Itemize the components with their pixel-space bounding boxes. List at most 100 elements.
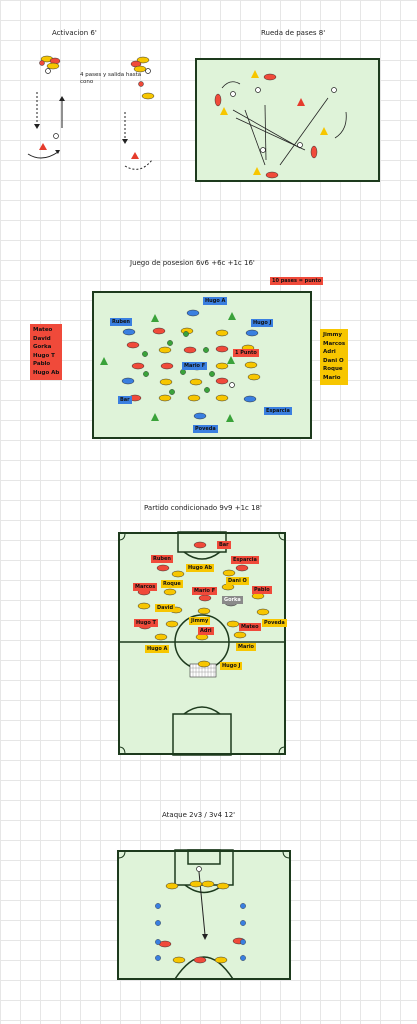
pass-arrow	[264, 104, 267, 161]
cone-green-icon	[151, 413, 159, 421]
player-marker	[160, 362, 174, 370]
ball-icon	[138, 81, 144, 87]
player-tag: Ruben	[151, 555, 173, 563]
ball-icon	[229, 382, 235, 388]
cone-green-icon	[227, 356, 235, 364]
player-marker	[121, 377, 135, 385]
posesion-players	[100, 309, 261, 422]
player-marker	[159, 378, 173, 386]
player-marker	[247, 373, 261, 381]
player-tag: Bar	[217, 541, 231, 549]
player-marker	[215, 394, 229, 402]
player-tag: David	[155, 604, 176, 612]
cone-yellow-icon	[253, 167, 261, 175]
ataque-title: Ataque 2v3 / 3v4 12'	[162, 811, 236, 819]
marker-dot	[240, 920, 246, 926]
left-roster: Mateo David Gorka Hugo T Pablo Hugo Ab	[30, 324, 63, 380]
marker-dot	[143, 371, 149, 377]
player-marker	[154, 633, 168, 641]
cone-green-icon	[228, 312, 236, 320]
player-tag: Gorka	[222, 596, 243, 604]
roster-item: David	[33, 335, 51, 342]
ball-icon	[196, 866, 202, 872]
arrow-head	[202, 934, 208, 940]
player-marker	[215, 362, 229, 370]
roster-item: Hugo T	[33, 352, 55, 359]
curved-run-arrow	[334, 111, 347, 139]
pass-arrow	[232, 109, 301, 149]
marker-dot	[169, 389, 175, 395]
curved-run-arrow	[27, 151, 59, 159]
player-marker	[245, 329, 259, 337]
curved-run-arrow	[221, 81, 241, 89]
player-marker	[126, 341, 140, 349]
player-tag: Hugo A	[203, 297, 228, 305]
player-tag: Bar	[118, 396, 132, 404]
marker-dot	[155, 920, 161, 926]
player-marker	[172, 956, 186, 964]
player-red	[263, 73, 277, 81]
roster-item: Roque	[323, 366, 343, 373]
player-tag: Hugo T	[134, 619, 158, 627]
player-marker	[244, 361, 258, 369]
player-marker	[131, 362, 145, 370]
marker-dot	[155, 955, 161, 961]
arrow-head	[55, 150, 60, 154]
player-tag: Poveda	[262, 619, 287, 627]
marker-dot	[240, 955, 246, 961]
cone-yellow-icon	[251, 70, 259, 78]
player-marker	[156, 564, 170, 572]
roster-item: Gorka	[33, 344, 52, 351]
player-marker	[171, 570, 185, 578]
player-marker	[215, 377, 229, 385]
roster-item: Jimmy	[323, 332, 342, 338]
player-tag: Hugo J	[251, 319, 274, 327]
arrow-head	[59, 96, 65, 101]
player-marker	[222, 569, 236, 577]
rueda-title: Rueda de pases 8'	[261, 29, 326, 37]
pass-arrow	[244, 109, 266, 166]
cone-red-icon	[39, 143, 47, 150]
player-marker	[193, 956, 207, 964]
rueda-drill	[214, 70, 347, 179]
arrow-head	[34, 124, 40, 129]
player-marker	[158, 346, 172, 354]
player-marker	[163, 588, 177, 596]
player-yellow	[46, 62, 60, 70]
player-tag: Ruben	[110, 318, 132, 326]
marker-dot	[183, 331, 189, 337]
activacion-note: 4 pases y salida hasta cono	[80, 72, 142, 85]
pass-arrow	[235, 117, 306, 151]
roster-item: Adri	[323, 349, 336, 356]
player-red	[265, 171, 279, 179]
player-tag: Dani O	[226, 577, 249, 585]
player-tag: Hugo A	[145, 645, 170, 653]
player-tag: Adri	[198, 627, 214, 635]
player-tag: 1 Punto	[233, 349, 259, 357]
player-tag: Jimmy	[189, 617, 211, 625]
player-tag: Mario F	[182, 362, 208, 370]
cone-yellow-icon	[220, 107, 228, 115]
ataque-field	[117, 850, 291, 980]
player-marker	[215, 345, 229, 353]
posesion-title: Juego de posesion 6v6 +6c +1c 16'	[130, 259, 255, 267]
cone-green-icon	[226, 414, 234, 422]
player-marker	[152, 327, 166, 335]
player-tag: Mateo	[239, 623, 261, 631]
player-marker	[198, 594, 212, 602]
player-marker	[243, 395, 257, 403]
player-tag: Poveda	[193, 425, 218, 433]
ball-icon	[45, 68, 51, 74]
player-marker	[137, 602, 151, 610]
player-marker	[235, 564, 249, 572]
marker-dot	[240, 939, 246, 945]
player-marker	[193, 412, 207, 420]
player-yellow	[141, 92, 155, 100]
marker-dot	[209, 371, 215, 377]
cone-yellow-icon	[320, 127, 328, 135]
roster-item: Hugo Ab	[33, 369, 60, 376]
marker-dot	[203, 347, 209, 353]
player-tag: Esparcia	[264, 407, 292, 415]
roster-item: Mario	[323, 374, 341, 381]
player-marker	[215, 329, 229, 337]
